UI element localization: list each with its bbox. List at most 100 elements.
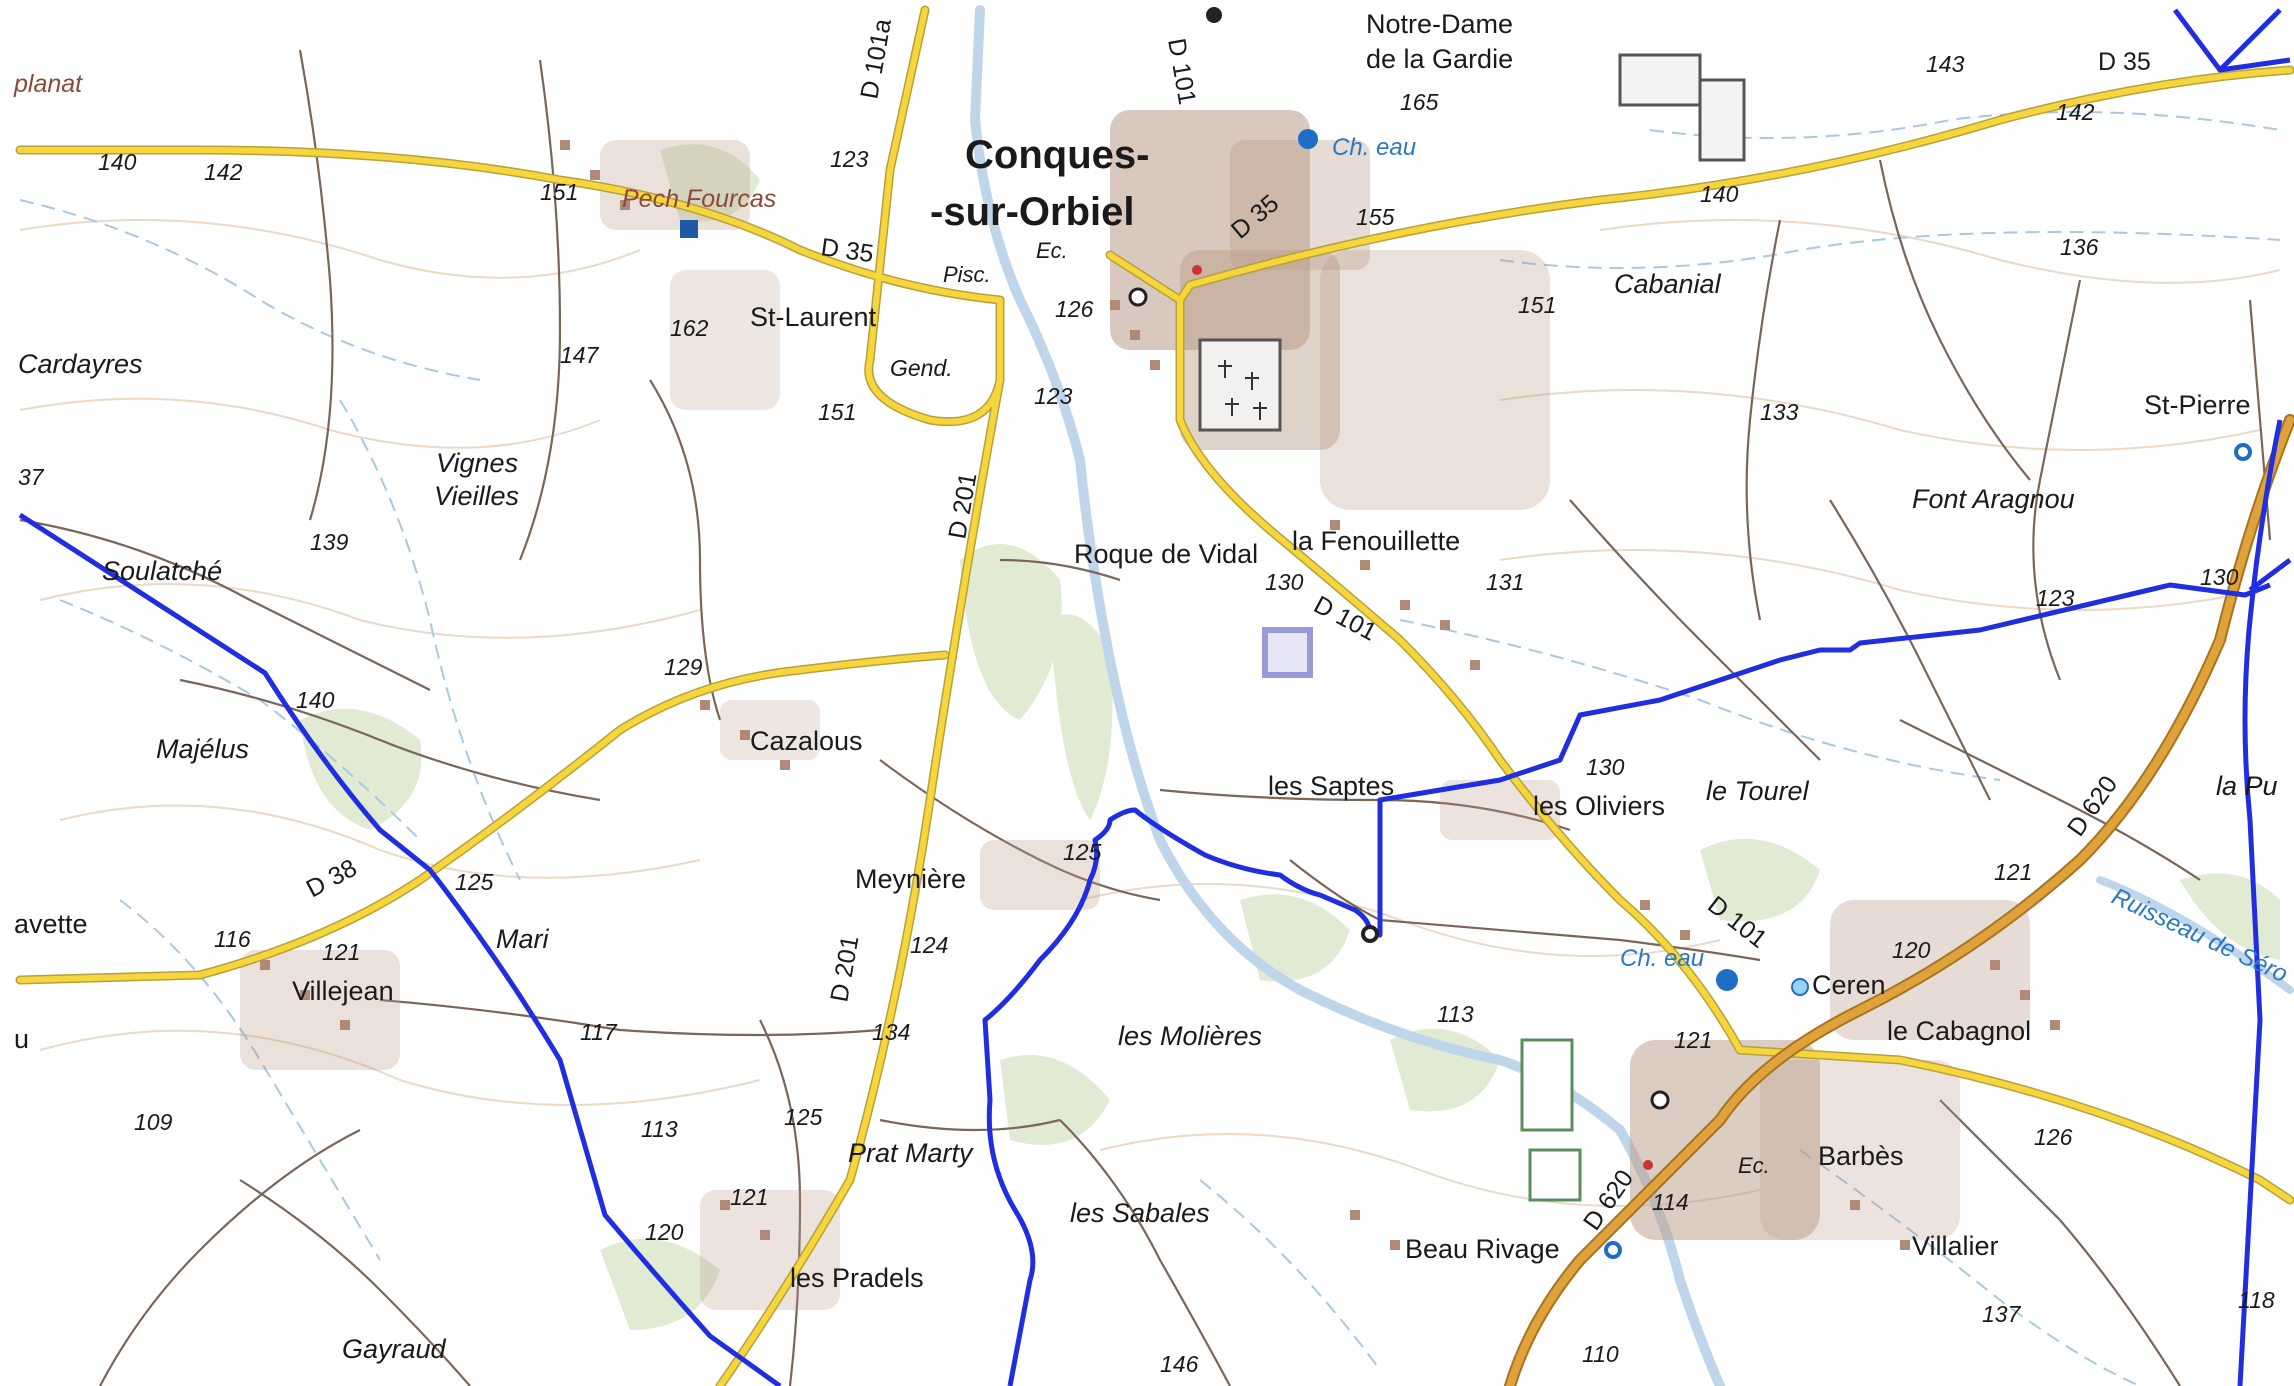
alt-142w: 142	[204, 159, 243, 185]
alt-125s: 125	[784, 1104, 823, 1130]
alt-113c: 113	[1437, 1001, 1474, 1027]
alt-139: 139	[310, 529, 349, 555]
track-network	[19, 49, 2272, 1386]
building-dots	[260, 140, 2060, 1250]
label-notre-dame-2: de la Gardie	[1366, 44, 1513, 74]
label-ch-eau-1: Ch. eau	[1332, 134, 1416, 161]
orange-road-d620	[1504, 414, 2294, 1386]
red-marker-2	[1643, 1160, 1653, 1170]
alt-130f: 130	[1265, 569, 1304, 595]
red-marker	[1192, 265, 1202, 275]
label-cabanial: Cabanial	[1614, 269, 1722, 299]
alt-125m: 125	[1063, 839, 1102, 865]
label-mari: Mari	[496, 924, 549, 954]
alt-140s: 140	[296, 687, 335, 713]
label-beau-rivage: Beau Rivage	[1405, 1234, 1560, 1264]
label-pisc: Pisc.	[943, 262, 991, 287]
landmark-shapes	[1198, 53, 1746, 1202]
label-ceren: Ceren	[1812, 970, 1886, 1000]
alt-120e: 120	[1892, 937, 1931, 963]
alt-165: 165	[1400, 89, 1439, 115]
label-u: u	[14, 1024, 29, 1054]
church-marker	[1206, 7, 1222, 23]
alt-126e: 126	[2034, 1124, 2073, 1150]
alt-123c: 123	[1034, 383, 1073, 409]
church-marker-3	[1128, 287, 1148, 307]
place-labels: Conques- -sur-Orbiel Notre-Dame de la Ga…	[292, 9, 2251, 1293]
alt-116: 116	[214, 926, 251, 952]
alt-125w: 125	[455, 869, 494, 895]
label-st-laurent: St-Laurent	[750, 302, 877, 332]
alt-37: 37	[18, 464, 45, 490]
alt-155: 155	[1356, 204, 1395, 230]
alt-123n: 123	[830, 146, 869, 172]
alt-130o: 130	[1586, 754, 1625, 780]
label-roque-de-vidal: Roque de Vidal	[1074, 539, 1258, 569]
contour-lines	[19, 219, 2281, 1207]
label-cazalous: Cazalous	[750, 726, 863, 756]
label-conques-1: Conques-	[965, 133, 1149, 177]
label-villejean: Villejean	[292, 976, 394, 1006]
alt-109: 109	[134, 1109, 173, 1135]
label-prat-marty: Prat Marty	[848, 1138, 974, 1168]
alt-151e: 151	[1518, 292, 1556, 318]
alt-121e: 121	[1994, 859, 2032, 885]
label-planat: planat	[13, 70, 83, 98]
alt-131: 131	[1486, 569, 1524, 595]
altitude-labels: 140 142 151 162 147 151 37 139 140 129 1…	[18, 51, 2275, 1377]
label-les-oliviers: les Oliviers	[1533, 791, 1665, 821]
label-cardayres: Cardayres	[18, 349, 143, 379]
alt-117: 117	[580, 1019, 618, 1045]
label-font-aragnou: Font Aragnou	[1912, 484, 2075, 514]
church-marker-2	[1650, 1090, 1670, 1110]
label-les-saptes: les Saptes	[1268, 771, 1394, 801]
label-vignes-2: Vieilles	[434, 481, 519, 511]
ch-eau-marker-2	[1716, 969, 1738, 991]
label-conques-2: -sur-Orbiel	[930, 190, 1134, 234]
alt-121b: 121	[1674, 1027, 1712, 1053]
label-barbes: Barbès	[1818, 1141, 1904, 1171]
alt-121s: 121	[730, 1184, 768, 1210]
alt-136: 136	[2060, 234, 2099, 260]
alt-120s: 120	[645, 1219, 684, 1245]
label-le-cabagnol: le Cabagnol	[1887, 1016, 2031, 1046]
label-meyniere: Meynière	[855, 864, 966, 894]
label-st-pierre: St-Pierre	[2144, 390, 2251, 420]
alt-124: 124	[910, 932, 948, 958]
alt-123e: 123	[2036, 585, 2075, 611]
label-avette: avette	[14, 909, 88, 939]
alt-133: 133	[1760, 399, 1799, 425]
pech-fourcas-marker	[680, 220, 698, 238]
label-ec-1: Ec.	[1036, 238, 1068, 263]
alt-110: 110	[1582, 1341, 1619, 1367]
stream-network	[19, 111, 2281, 1386]
label-les-sabales: les Sabales	[1070, 1198, 1210, 1228]
alt-146: 146	[1160, 1351, 1199, 1377]
alt-151s: 151	[818, 399, 856, 425]
alt-140e: 140	[1700, 181, 1739, 207]
label-d35-c: D 35	[2098, 48, 2151, 76]
label-majelus: Majélus	[156, 734, 249, 764]
alt-130e: 130	[2200, 564, 2239, 590]
label-la-pu: la Pu	[2216, 771, 2278, 801]
label-notre-dame-1: Notre-Dame	[1366, 9, 1513, 39]
commune-boundaries	[18, 8, 2292, 1386]
alt-129: 129	[664, 654, 703, 680]
alt-114: 114	[1652, 1189, 1689, 1215]
alt-118: 118	[2238, 1287, 2275, 1313]
alt-137: 137	[1982, 1301, 2022, 1327]
label-le-tourel: le Tourel	[1706, 776, 1810, 806]
alt-140w: 140	[98, 149, 137, 175]
ceren-marker	[1791, 978, 1809, 996]
locality-labels: planat Pech Fourcas Cardayres Vignes Vie…	[13, 70, 2278, 1364]
beau-rivage-marker	[1604, 1241, 1622, 1259]
alt-162: 162	[670, 315, 709, 341]
alt-151w: 151	[540, 179, 578, 205]
alt-121w: 121	[322, 939, 360, 965]
label-gayraud: Gayraud	[342, 1334, 447, 1364]
alt-113w: 113	[641, 1116, 678, 1142]
alt-143: 143	[1926, 51, 1965, 77]
alt-142e: 142	[2056, 99, 2095, 125]
label-les-molieres: les Molières	[1118, 1021, 1262, 1051]
